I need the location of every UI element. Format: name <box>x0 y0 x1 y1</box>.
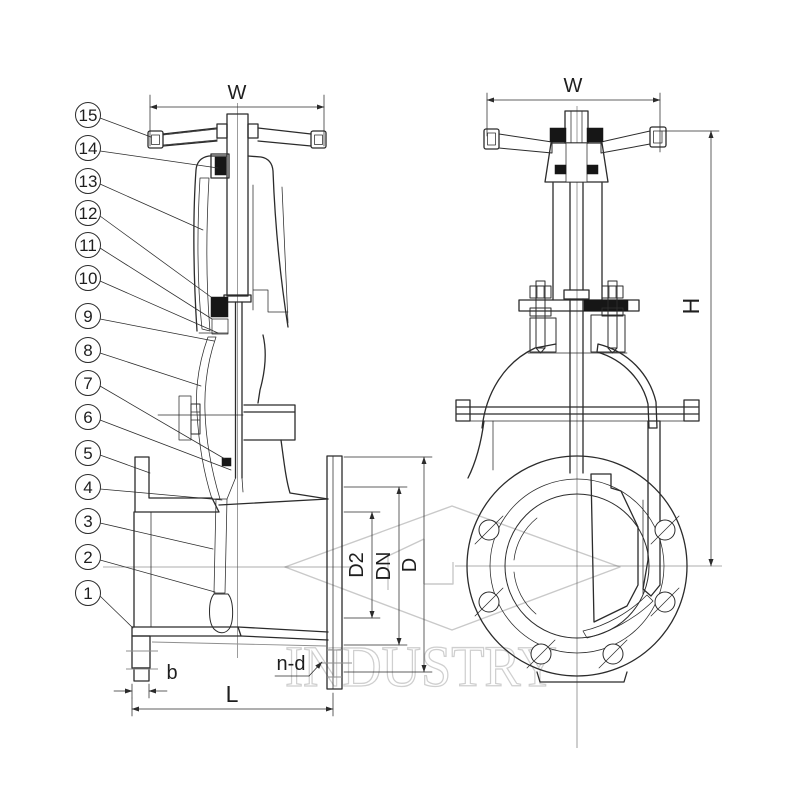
callout-label: 9 <box>83 307 92 326</box>
callout-3: 3 <box>75 508 214 550</box>
height-label: H <box>678 298 704 315</box>
side-wedge <box>582 473 654 639</box>
watermark-diamond <box>284 505 621 631</box>
front-yoke <box>193 153 289 335</box>
front-bonnet <box>157 334 329 500</box>
callout-label: 14 <box>79 139 98 158</box>
callout-label: 15 <box>79 106 98 125</box>
side-bonnet <box>455 343 700 597</box>
callout-11: 11 <box>75 232 213 320</box>
front-dim-width: W <box>149 82 325 147</box>
front-bonnet-bolt <box>190 403 201 435</box>
watermark-text: INDUSTRY <box>285 634 557 699</box>
front-width-label: W <box>228 82 247 104</box>
face-to-face-label: L <box>226 681 239 707</box>
callout-label: 11 <box>79 236 97 255</box>
front-seat-gasket <box>221 457 232 467</box>
flange-dia-label: D <box>399 558 421 572</box>
front-stem <box>223 113 252 500</box>
watermark: INDUSTRY <box>284 505 621 700</box>
callout-10: 10 <box>75 265 219 334</box>
callout-label: 7 <box>83 374 92 393</box>
callouts: 15 14 13 12 11 10 9 <box>75 102 232 629</box>
bolt-spec-label: n-d <box>277 653 306 675</box>
flange-thickness-label: b <box>166 662 177 684</box>
front-view: W <box>103 82 433 717</box>
callout-1: 1 <box>75 580 134 629</box>
side-dim-width: W <box>486 75 661 153</box>
side-handwheel <box>483 126 667 154</box>
side-stem <box>544 110 609 474</box>
callout-9: 9 <box>75 303 215 342</box>
front-packing <box>211 318 229 335</box>
side-gland-bolts <box>518 280 640 354</box>
front-disc-bulge <box>209 593 234 634</box>
front-disc <box>213 498 228 594</box>
callout-label: 1 <box>83 584 92 603</box>
callout-12: 12 <box>75 200 212 298</box>
callout-label: 2 <box>83 548 92 567</box>
front-dim-diameters: D2 DN D <box>343 456 433 673</box>
front-handwheel <box>147 123 327 149</box>
bolt-holes <box>474 515 680 669</box>
nominal-dia-label: DN <box>373 552 395 581</box>
side-width-label: W <box>564 75 583 97</box>
callout-5: 5 <box>75 440 151 474</box>
callout-label: 5 <box>83 444 92 463</box>
raised-face-dia-label: D2 <box>346 552 368 578</box>
side-view: W H <box>455 75 722 748</box>
callout-7: 7 <box>75 370 226 460</box>
callout-label: 6 <box>83 408 92 427</box>
callout-4: 4 <box>75 474 223 501</box>
side-flange-circle <box>466 455 688 683</box>
callout-label: 8 <box>83 341 92 360</box>
side-dim-height: H <box>661 130 720 567</box>
front-outlet-flange <box>326 455 343 690</box>
callout-15: 15 <box>75 102 152 138</box>
callout-13: 13 <box>75 168 204 231</box>
callout-label: 10 <box>79 269 98 288</box>
callout-label: 12 <box>79 204 98 223</box>
callout-8: 8 <box>75 337 202 387</box>
front-dim-bottom: b L n-d <box>113 653 334 717</box>
callout-6: 6 <box>75 404 232 471</box>
callout-label: 13 <box>79 172 98 191</box>
front-gland <box>210 296 229 318</box>
callout-2: 2 <box>75 544 216 593</box>
callout-label: 3 <box>83 512 92 531</box>
front-stem-nut <box>214 156 227 176</box>
callout-14: 14 <box>75 135 219 169</box>
callout-label: 4 <box>83 478 92 497</box>
